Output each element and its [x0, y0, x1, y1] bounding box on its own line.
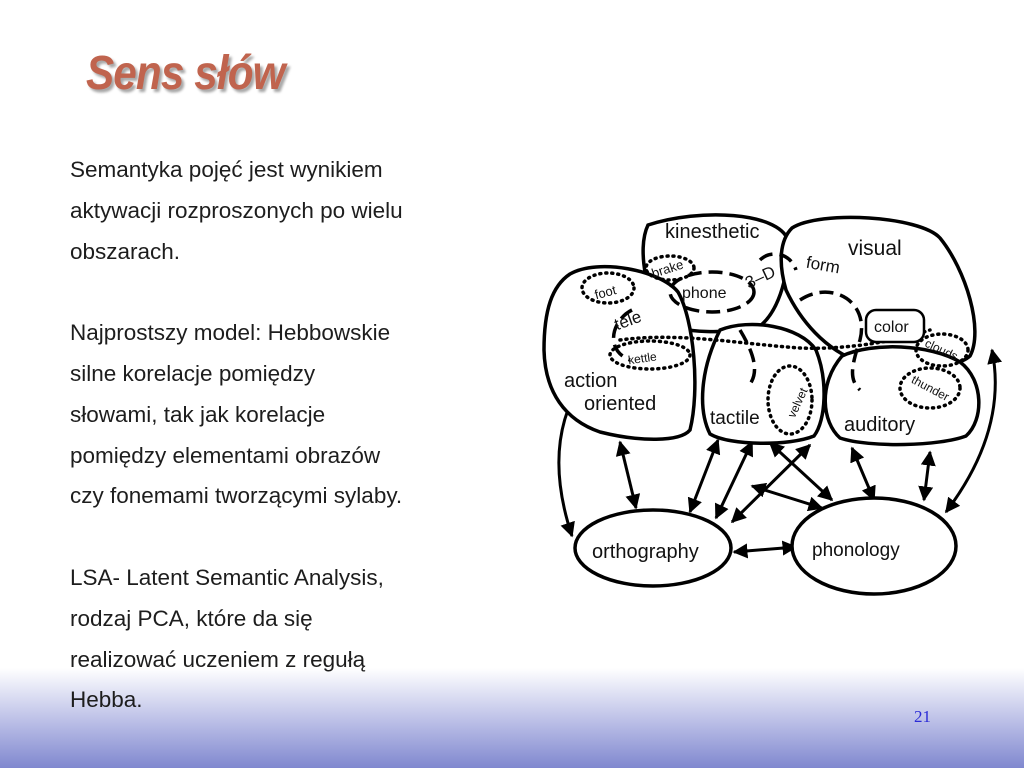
- arrow-auditory-phonology-2: [918, 450, 936, 502]
- semantic-network-diagram: kinesthetic visual action oriented tacti…: [542, 213, 1002, 596]
- feature-3d-outline: [758, 252, 798, 271]
- label-phone: phone: [682, 285, 727, 302]
- text-line: Semantyka pojęć jest wynikiem: [70, 157, 383, 182]
- label-phonology: phonology: [812, 540, 900, 561]
- arrow-auditory-phonology: [850, 446, 876, 502]
- slide-title: Sens słów: [86, 47, 286, 100]
- feature-velvet-outline: [766, 364, 814, 436]
- feature-phone-outline: [668, 270, 756, 314]
- label-kettle: kettle: [627, 349, 658, 367]
- label-oriented: oriented: [584, 393, 656, 415]
- region-tactile: [700, 322, 826, 446]
- arrow-tactile-phonology: [768, 441, 834, 502]
- slide-body: Semantyka pojęć jest wynikiem aktywacji …: [70, 150, 510, 721]
- text-line: Hebba.: [70, 687, 143, 713]
- feature-link-tactile: [738, 329, 757, 386]
- label-action: action: [564, 370, 617, 392]
- footer-gradient: [0, 668, 1024, 768]
- label-color: color: [874, 319, 909, 336]
- text-line: aktywacji rozproszonych po wielu: [70, 197, 403, 223]
- paragraph-semantics: Semantyka pojęć jest wynikiem aktywacji …: [70, 150, 510, 272]
- region-orthography: [573, 508, 733, 588]
- arrows: [557, 348, 1002, 559]
- label-tactile: tactile: [710, 408, 760, 429]
- text-line: pomiędzy elementami obrazów: [70, 442, 381, 468]
- arrow-tactile-orthography: [687, 438, 721, 514]
- text-line: obszarach.: [70, 238, 181, 264]
- arrow-visual-phonology: [944, 348, 1002, 514]
- text-line: LSA- Latent Semantic Analysis,: [70, 564, 384, 590]
- label-foot: foot: [593, 282, 618, 302]
- feature-form-outline: [799, 290, 864, 392]
- text-line: czy fonemami tworzącymi sylaby.: [70, 483, 403, 509]
- label-orthography: orthography: [592, 541, 699, 563]
- page-number: 21: [914, 707, 931, 726]
- text-line: Najprostszy model: Hebbowskie: [70, 320, 391, 346]
- arrow-action-orthography: [615, 440, 641, 510]
- paragraph-hebbian: Najprostszy model: Hebbowskie silne kore…: [70, 313, 510, 517]
- feature-tele-outline: [611, 308, 633, 362]
- arrow-orthography-phonology: [732, 540, 798, 559]
- label-visual: visual: [848, 237, 902, 260]
- label-auditory: auditory: [844, 414, 915, 436]
- feature-thunder-outline: [898, 366, 962, 410]
- feature-foot-outline: [580, 271, 636, 305]
- arrow-mid-phonology: [750, 482, 824, 512]
- text-line: rodzaj PCA, które da się: [70, 605, 313, 631]
- label-kinesthetic: kinesthetic: [665, 221, 760, 243]
- feature-kettle-outline: [608, 339, 692, 371]
- feature-clouds-outline: [914, 332, 970, 368]
- text-line: słowami, tak jak korelacje: [70, 401, 326, 427]
- feature-brake-outline: [644, 254, 696, 282]
- region-phonology: [790, 496, 958, 596]
- text-line: silne korelacje pomiędzy: [70, 360, 316, 386]
- text-line: realizować uczeniem z regułą: [70, 646, 366, 672]
- paragraph-lsa: LSA- Latent Semantic Analysis, rodzaj PC…: [70, 558, 510, 721]
- feature-color-outline: [864, 308, 926, 344]
